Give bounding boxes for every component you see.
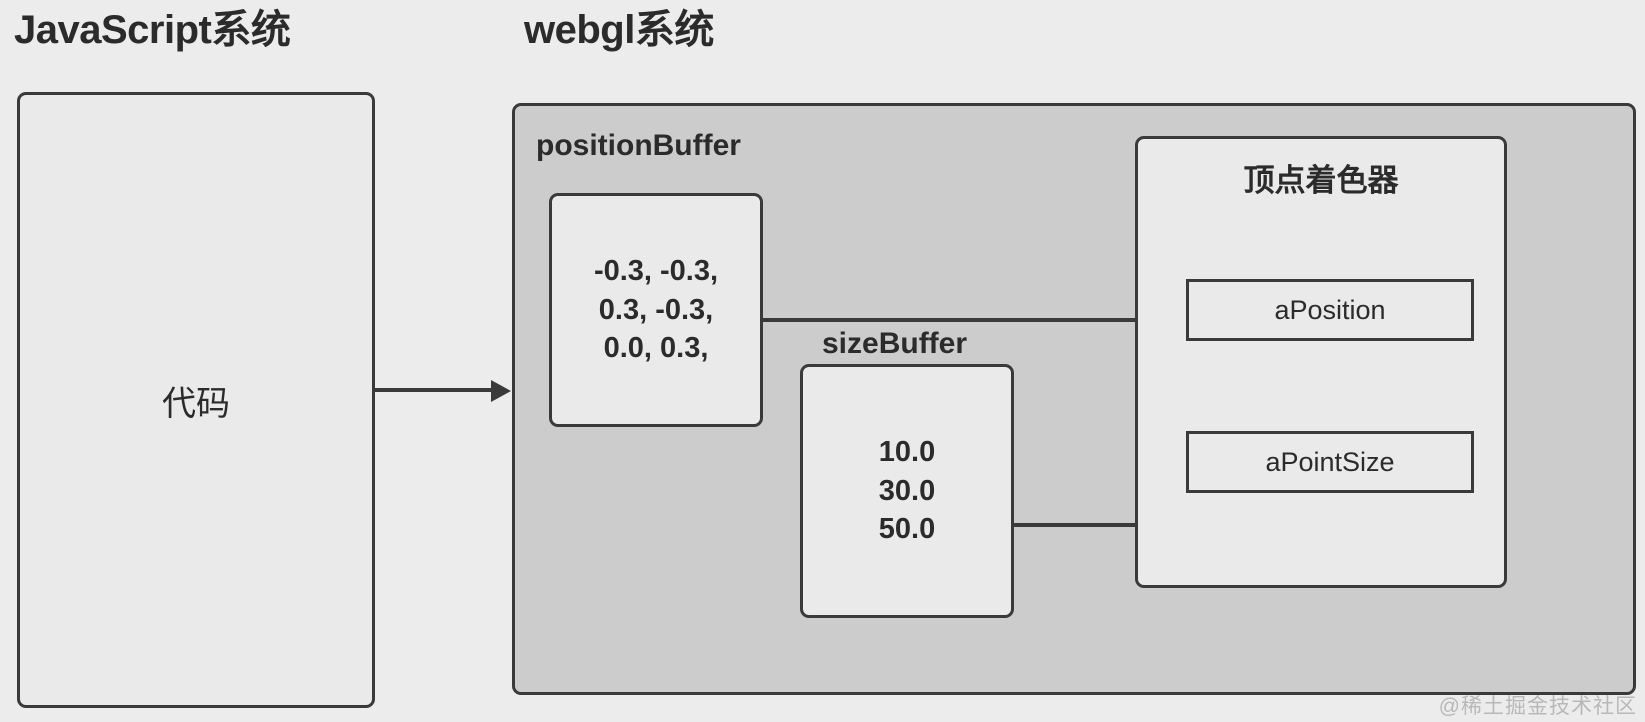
- buffer-value-line: 0.3, -0.3,: [598, 293, 714, 326]
- arrow-head-icon: [491, 380, 511, 402]
- buffer-value-line: -0.3, -0.3,: [593, 255, 719, 288]
- section-title-javascript: JavaScript系统: [14, 8, 291, 52]
- buffer-value-line: 30.0: [878, 474, 936, 507]
- section-title-webgl: webgl系统: [524, 8, 714, 52]
- buffer-title-positionbuffer: positionBuffer: [536, 129, 741, 162]
- vertex-shader-box: 顶点着色器 aPosition aPointSize: [1135, 136, 1507, 588]
- watermark: @稀土掘金技术社区: [1438, 695, 1637, 718]
- attribute-box-apointsize: aPointSize: [1186, 431, 1474, 493]
- code-box: 代码: [17, 92, 375, 708]
- buffer-value-line: 50.0: [878, 513, 936, 546]
- buffer-value-line: 10.0: [878, 436, 936, 469]
- buffer-value-line: 0.0, 0.3,: [603, 332, 709, 365]
- vertex-shader-title: 顶点着色器: [1243, 163, 1399, 198]
- buffer-title-sizebuffer: sizeBuffer: [822, 327, 968, 360]
- code-box-label: 代码: [162, 384, 230, 423]
- buffer-box-positionbuffer: -0.3, -0.3, 0.3, -0.3, 0.0, 0.3,: [549, 193, 763, 427]
- buffer-box-sizebuffer: 10.0 30.0 50.0: [800, 364, 1014, 618]
- connector-code-to-webgl: [375, 380, 515, 402]
- attribute-box-aposition: aPosition: [1186, 279, 1474, 341]
- connector-line: [375, 388, 493, 392]
